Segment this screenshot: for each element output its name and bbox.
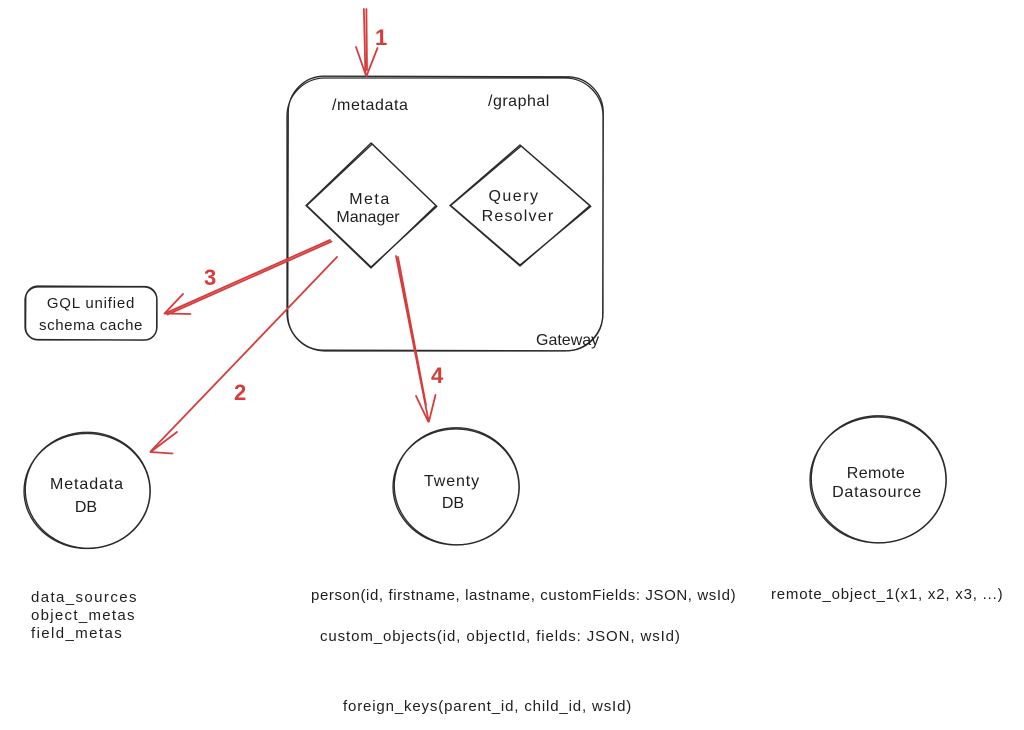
svg-text:field_metas: field_metas — [31, 625, 123, 642]
svg-text:schema cache: schema cache — [39, 317, 143, 334]
svg-text:Metadata: Metadata — [50, 476, 124, 493]
svg-text:3: 3 — [204, 265, 216, 290]
svg-text:Datasource: Datasource — [832, 484, 922, 501]
svg-text:Query: Query — [488, 188, 539, 205]
svg-text:foreign_keys(parent_id, child_: foreign_keys(parent_id, child_id, wsId) — [343, 698, 632, 715]
svg-text:Meta: Meta — [349, 191, 391, 208]
svg-text:Manager: Manager — [336, 209, 400, 226]
svg-text:DB: DB — [75, 499, 97, 516]
svg-text:Gateway: Gateway — [536, 332, 599, 349]
svg-text:DB: DB — [442, 495, 464, 512]
svg-text:Resolver: Resolver — [482, 208, 555, 225]
svg-text:object_metas: object_metas — [31, 607, 136, 624]
svg-text:/graphal: /graphal — [488, 93, 550, 110]
svg-text:GQL unified: GQL unified — [47, 295, 135, 312]
svg-text:/metadata: /metadata — [332, 97, 409, 114]
svg-text:person(id, firstname, lastname: person(id, firstname, lastname, customFi… — [311, 587, 736, 604]
svg-text:2: 2 — [234, 380, 246, 405]
svg-text:custom_objects(id, objectId, f: custom_objects(id, objectId, fields: JSO… — [320, 628, 681, 645]
svg-text:data_sources: data_sources — [31, 589, 138, 606]
svg-text:Twenty: Twenty — [424, 473, 480, 490]
svg-text:Remote: Remote — [847, 465, 905, 482]
svg-text:4: 4 — [431, 363, 444, 388]
svg-text:1: 1 — [375, 25, 387, 50]
svg-text:remote_object_1(x1, x2, x3, ..: remote_object_1(x1, x2, x3, ...) — [771, 586, 1003, 603]
